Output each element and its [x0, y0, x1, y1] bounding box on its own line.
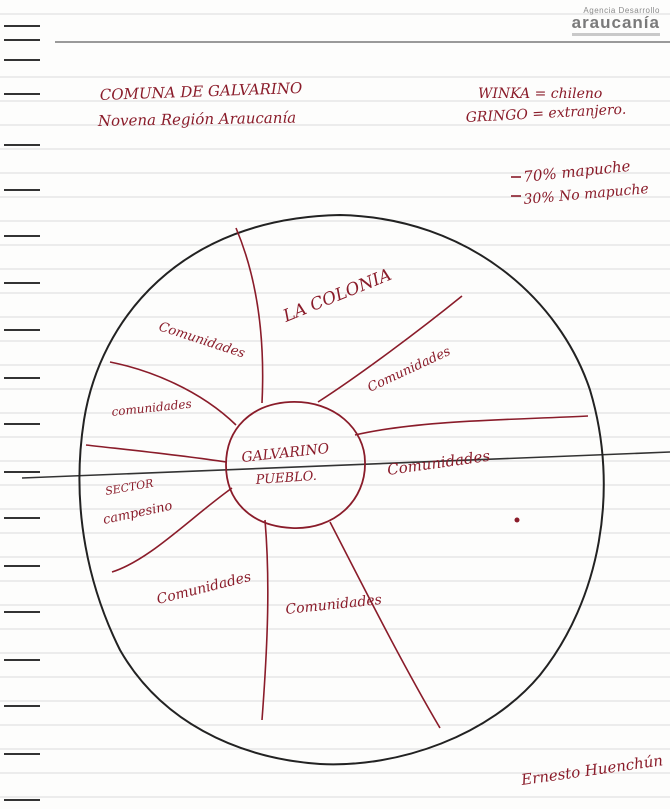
region-subtitle: Novena Región Araucanía	[97, 109, 297, 130]
sector-label-sector-line1: SECTOR	[104, 477, 154, 498]
town-label-line1: GALVARINO	[241, 441, 331, 466]
sector-label-comunidades-bottom-right: Comunidades	[285, 592, 383, 618]
margin-ticks	[4, 25, 40, 801]
sector-label-comunidades-left: comunidades	[111, 397, 192, 419]
agency-logo: Agencia Desarrollo araucanía	[571, 6, 660, 36]
town-circle	[225, 401, 366, 529]
signature: Ernesto Huenchún	[519, 751, 664, 789]
sector-label-comunidades-right: Comunidades	[386, 447, 491, 479]
stat-dashes	[511, 176, 521, 197]
logo-top-text: Agencia Desarrollo	[583, 6, 660, 15]
town-label-line2: PUEBLO.	[254, 469, 317, 488]
stat-no-mapuche: 30% No mapuche	[523, 181, 649, 208]
commune-outline	[78, 213, 605, 766]
sector-label-la-colonia: LA COLONIA	[279, 265, 394, 327]
ink-dot	[514, 517, 520, 523]
logo-underline	[571, 33, 660, 36]
ruled-lines	[0, 13, 670, 798]
glossary-gringo: GRINGO = extranjero.	[465, 102, 626, 126]
logo-brand-text: araucanía	[571, 13, 660, 32]
commune-title: COMUNA DE GALVARINO	[100, 79, 303, 104]
sector-label-comunidades-bottom-left: Comunidades	[155, 569, 253, 608]
glossary-winka: WINKA = chileno	[478, 86, 602, 102]
sector-label-sector-line2: campesino	[102, 499, 174, 528]
horizontal-divider-line	[21, 451, 670, 479]
sector-dividers	[85, 227, 589, 729]
stat-mapuche: 70% mapuche	[523, 157, 632, 186]
sector-label-comunidades-upper-right: Comunidades	[365, 344, 453, 396]
